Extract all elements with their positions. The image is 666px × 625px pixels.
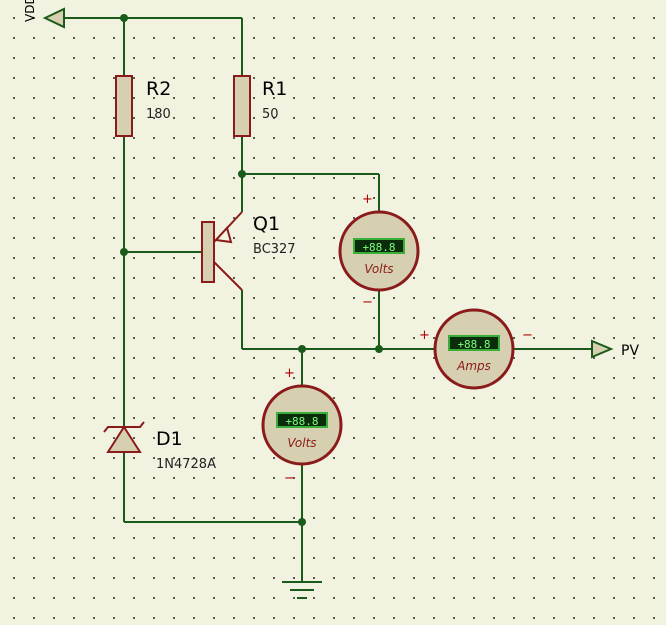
- ammeter-display: +88.8: [448, 335, 500, 351]
- wires: [64, 17, 592, 581]
- transistor-q1[interactable]: [201, 211, 243, 291]
- junction-dot: [120, 14, 128, 22]
- junction-dot: [120, 248, 128, 256]
- voltmeter-ce-minus: −: [362, 295, 373, 310]
- vdd-terminal[interactable]: [42, 7, 65, 29]
- junctions: [120, 14, 383, 526]
- voltmeter-out-display: +88.8: [276, 412, 328, 428]
- d1-value-label: 1N4728A: [156, 457, 216, 472]
- q1-value-label: BC327: [253, 242, 296, 257]
- junction-dot: [298, 518, 306, 526]
- r1-ref-label: R1: [262, 78, 288, 100]
- voltmeter-ce-display: +88.8: [353, 238, 405, 254]
- r2-value-label: 180: [146, 107, 171, 122]
- voltmeter-ce-plus: +: [362, 192, 373, 207]
- pv-label: PV: [621, 343, 639, 359]
- vdd-label: VDD: [23, 0, 37, 22]
- pnp-arrow-icon: [213, 226, 233, 244]
- d1-ref-label: D1: [156, 428, 183, 450]
- r1-value-label: 50: [262, 107, 279, 122]
- junction-dot: [375, 345, 383, 353]
- ammeter-minus: −: [522, 328, 533, 343]
- voltmeter-out-unit: Volts: [287, 436, 317, 450]
- junction-dot: [298, 345, 306, 353]
- pv-terminal[interactable]: [591, 339, 614, 359]
- ground-icon: [282, 581, 322, 599]
- r2-ref-label: R2: [146, 78, 172, 100]
- resistor-r1[interactable]: [233, 75, 251, 137]
- voltmeter-ce-unit: Volts: [364, 262, 394, 276]
- resistor-r2[interactable]: [115, 75, 133, 137]
- junction-dot: [238, 170, 246, 178]
- ammeter-unit: Amps: [457, 359, 491, 373]
- zener-diode-d1[interactable]: [103, 421, 145, 453]
- voltmeter-out-minus: −: [284, 471, 295, 486]
- q1-ref-label: Q1: [253, 213, 281, 235]
- ammeter-plus: +: [419, 328, 430, 343]
- voltmeter-out-plus: +: [284, 366, 295, 381]
